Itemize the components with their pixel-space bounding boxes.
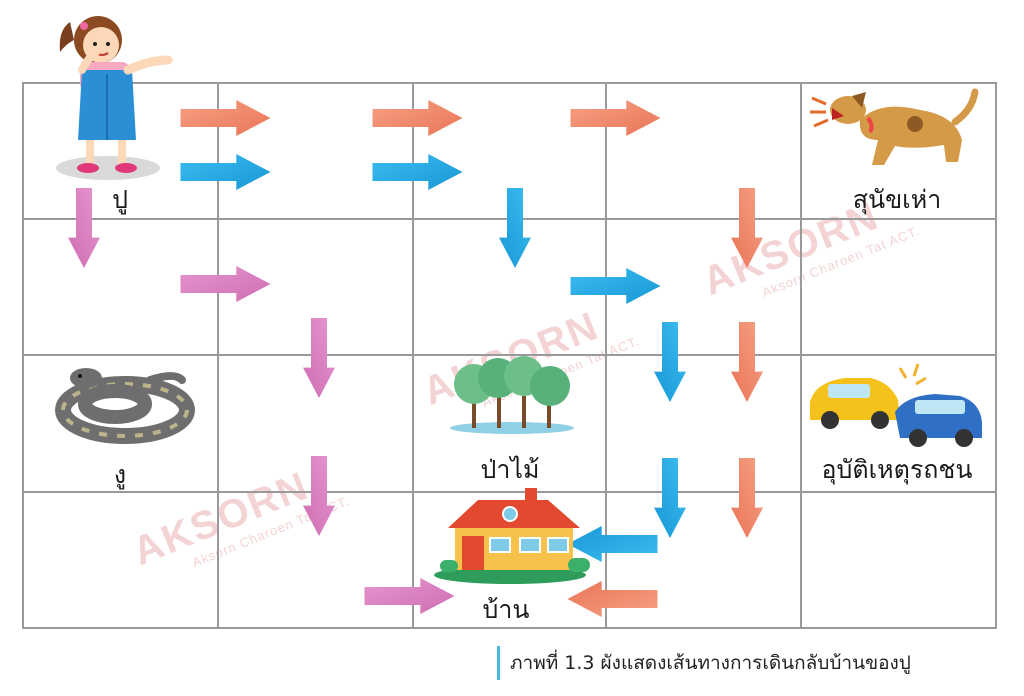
pink-arrow-down bbox=[303, 456, 335, 536]
pink-arrow-right bbox=[364, 578, 455, 614]
label-forest: ป่าไม้ bbox=[480, 455, 540, 484]
orange-arrow-down bbox=[731, 188, 763, 268]
car-crash-icon bbox=[810, 363, 982, 447]
forest-trees-icon bbox=[450, 356, 574, 434]
orange-arrow-down bbox=[731, 458, 763, 538]
blue-arrow-down bbox=[499, 188, 531, 268]
blue-arrow-right bbox=[570, 268, 661, 304]
orange-arrow-right bbox=[570, 100, 661, 136]
house-icon bbox=[434, 488, 590, 584]
pink-arrow-right bbox=[180, 266, 271, 302]
orange-arrow-down bbox=[731, 322, 763, 402]
pink-arrow-down bbox=[68, 188, 100, 268]
pink-path bbox=[68, 188, 455, 614]
label-snake: งู bbox=[113, 460, 127, 489]
blue-arrow-down bbox=[654, 458, 686, 538]
label-accident: อุบัติเหตุรถชน bbox=[821, 455, 973, 484]
orange-arrow-right bbox=[372, 100, 463, 136]
orange-arrow-right bbox=[180, 100, 271, 136]
orange-arrow-left bbox=[567, 581, 658, 617]
label-dog: สุนัขเห่า bbox=[852, 185, 942, 214]
pink-arrow-down bbox=[303, 318, 335, 398]
figure-caption: ภาพที่ 1.3 ผังแสดงเส้นทางการเดินกลับบ้าน… bbox=[497, 646, 911, 680]
snake-icon bbox=[55, 368, 195, 444]
blue-arrow-down bbox=[654, 322, 686, 402]
blue-arrow-left bbox=[567, 526, 658, 562]
barking-dog-icon bbox=[810, 88, 979, 165]
label-home: บ้าน bbox=[482, 595, 530, 624]
grid bbox=[22, 82, 997, 629]
girl-icon bbox=[56, 16, 173, 180]
label-start: ปู bbox=[112, 185, 128, 214]
blue-arrow-right bbox=[372, 154, 463, 190]
blue-path bbox=[180, 154, 686, 562]
blue-arrow-right bbox=[180, 154, 271, 190]
